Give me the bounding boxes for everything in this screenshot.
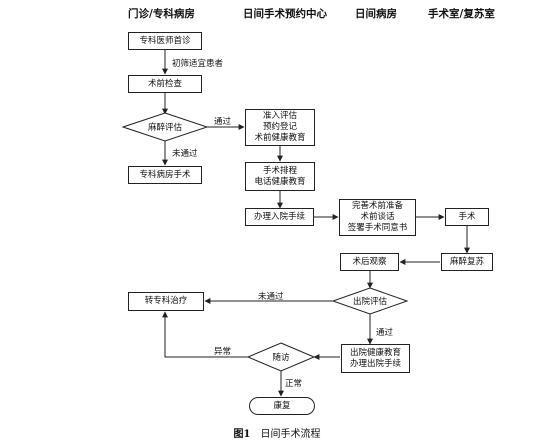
header-appointment-center: 日间手术预约中心 (243, 8, 327, 20)
header-clinic-ward: 门诊/专科病房 (128, 8, 195, 20)
preop-prep-box: 完善术前准备 术前谈话 签署手术同意书 (339, 199, 416, 236)
discharge-eval-label: 出院评估 (352, 297, 387, 307)
preop-exam-box: 术前检查 (128, 75, 202, 93)
edge-label-not-passed-2: 未通过 (258, 292, 284, 302)
admission-procedure-box: 办理入院手续 (245, 208, 314, 226)
transfer-specialty-box: 转专科治疗 (128, 292, 204, 311)
header-day-ward: 日间病房 (355, 8, 397, 20)
anesthesia-eval-label: 麻醉评估 (147, 123, 182, 133)
discharge-education-box: 出院健康教育 办理出院手续 (341, 344, 410, 373)
surgery-box: 手术 (445, 208, 489, 226)
edge-label-passed-2: 通过 (376, 328, 394, 338)
edge-label-not-passed-1: 未通过 (172, 149, 198, 159)
anesthesia-eval-diamond (121, 112, 209, 142)
first-visit-box: 专科医师首诊 (128, 32, 202, 50)
header-operating-room: 手术室/复苏室 (428, 8, 495, 20)
edge-label-abnormal: 异常 (214, 347, 232, 357)
figure-caption: 图1 日间手术流程 (0, 425, 554, 440)
edge-label-normal: 正常 (285, 379, 303, 389)
figure-number: 图1 (233, 429, 251, 440)
anesthesia-recovery-box: 麻醉复苏 (441, 253, 493, 271)
recovery-box: 康复 (249, 397, 315, 415)
postop-observation-box: 术后观察 (340, 253, 399, 271)
edge-label-suitable-patient: 初筛适宜患者 (172, 59, 224, 69)
discharge-eval-diamond (331, 287, 409, 315)
follow-up-diamond (246, 342, 316, 372)
admission-eval-box: 准入评估 预约登记 术前健康教育 (245, 109, 315, 146)
figure-title: 日间手术流程 (260, 429, 321, 440)
surgery-schedule-box: 手术排程 电话健康教育 (245, 162, 315, 191)
edge-label-passed-1: 通过 (214, 117, 232, 127)
follow-up-label: 随访 (272, 353, 290, 363)
specialty-surgery-box: 专科病房手术 (128, 166, 202, 184)
